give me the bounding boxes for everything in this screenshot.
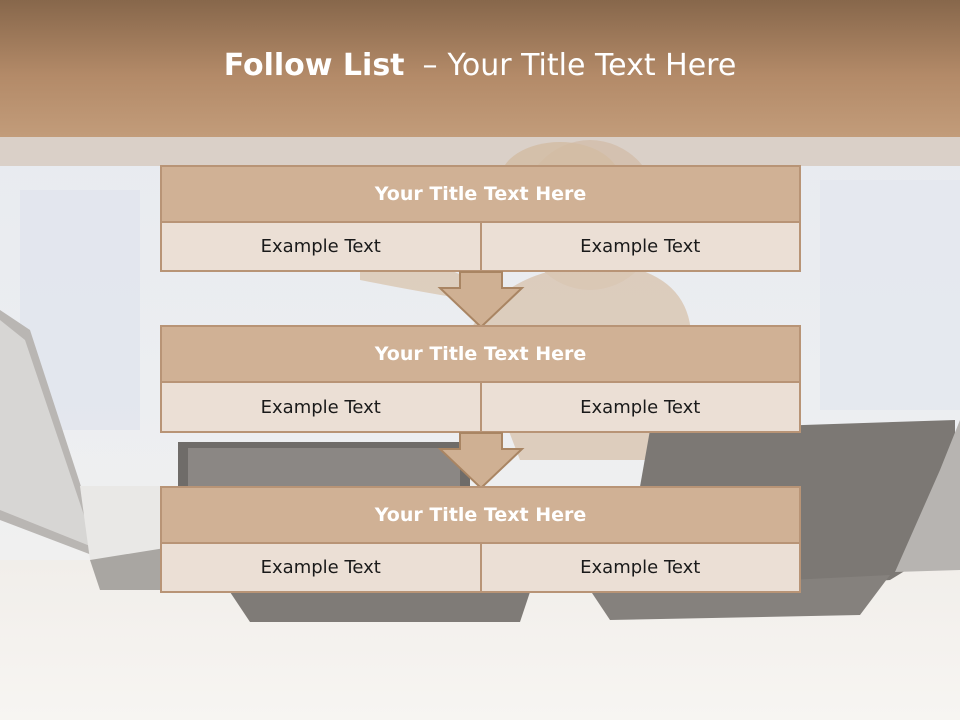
down-arrow-icon bbox=[437, 271, 525, 329]
list-block-1: Your Title Text Here Example Text Exampl… bbox=[160, 165, 801, 272]
block-title: Your Title Text Here bbox=[162, 167, 799, 223]
down-arrow-icon bbox=[437, 432, 525, 490]
slide-title: Follow List–Your Title Text Here bbox=[224, 48, 737, 83]
slide-title-rest: Your Title Text Here bbox=[447, 48, 737, 83]
block-cell-right: Example Text bbox=[479, 544, 800, 591]
block-cell-right: Example Text bbox=[479, 223, 800, 270]
block-cell-left: Example Text bbox=[260, 557, 381, 578]
block-cell-right: Example Text bbox=[479, 383, 800, 431]
block-cell-left: Example Text bbox=[260, 236, 381, 257]
slide-header: Follow List–Your Title Text Here bbox=[0, 0, 960, 137]
block-title: Your Title Text Here bbox=[162, 327, 799, 383]
block-title: Your Title Text Here bbox=[162, 488, 799, 544]
header-band bbox=[0, 137, 960, 166]
block-cell-left: Example Text bbox=[260, 396, 381, 418]
slide-title-dash: – bbox=[422, 48, 438, 83]
list-block-2: Your Title Text Here Example Text Exampl… bbox=[160, 325, 801, 433]
list-block-3: Your Title Text Here Example Text Exampl… bbox=[160, 486, 801, 593]
slide-title-bold: Follow List bbox=[223, 48, 405, 83]
